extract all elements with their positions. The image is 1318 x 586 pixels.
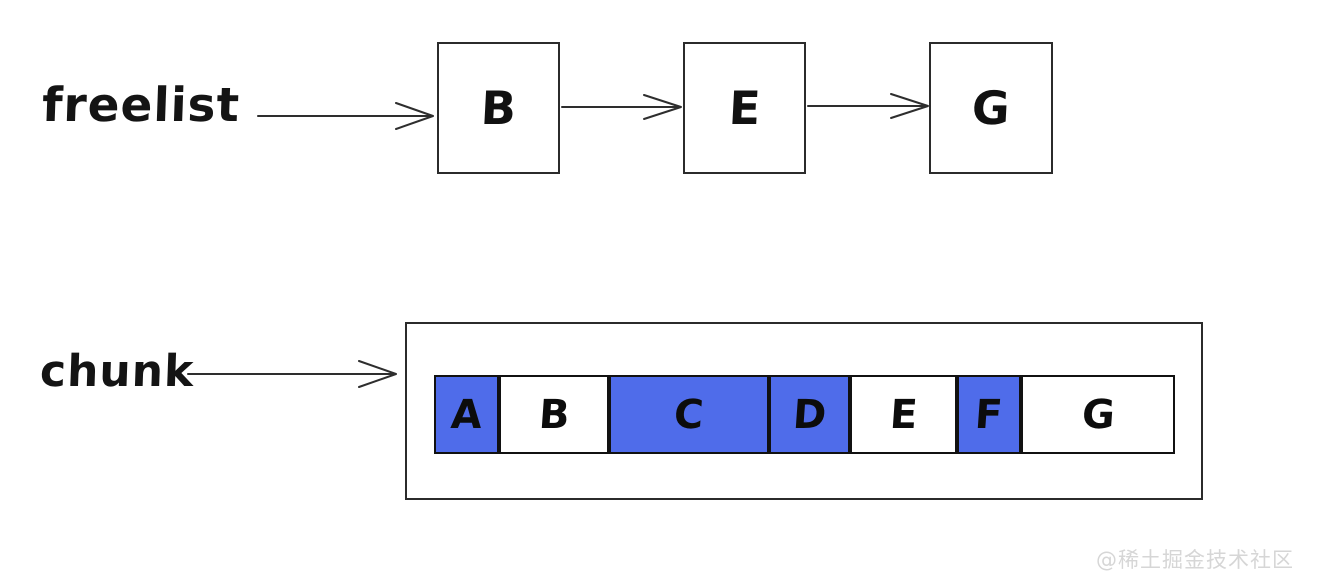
chunk-arrow: [187, 360, 397, 388]
freelist-arrow: [257, 102, 434, 130]
freelist-node-b-label: B: [479, 81, 518, 135]
freelist-node-g: G: [929, 42, 1053, 174]
freelist-node-e: E: [683, 42, 806, 174]
chunk-cell-e: E: [850, 375, 957, 454]
chunk-cell-g-label: G: [1079, 391, 1117, 438]
freelist-node-e-label: E: [727, 81, 762, 135]
chunk-cell-c-label: C: [672, 391, 706, 438]
freelist-node-g-label: G: [970, 81, 1012, 135]
chunk-cell-b-label: B: [537, 391, 571, 438]
freelist-node-b: B: [437, 42, 560, 174]
chunk-cell-a: A: [434, 375, 499, 454]
chunk-container: A B C D E F G: [405, 322, 1203, 500]
chunk-label: chunk: [39, 346, 196, 397]
chunk-cell-c: C: [609, 375, 769, 454]
chunk-cell-f: F: [957, 375, 1021, 454]
freelist-label: freelist: [41, 78, 242, 133]
chunk-cell-g: G: [1021, 375, 1175, 454]
chunk-cell-e-label: E: [888, 391, 919, 438]
chunk-cell-d: D: [769, 375, 850, 454]
link-arrow-e-g: [807, 93, 929, 119]
link-arrow-b-e: [561, 94, 682, 120]
chunk-cell-d-label: D: [791, 391, 828, 438]
chunk-cell-b: B: [499, 375, 609, 454]
watermark: @稀土掘金技术社区: [1096, 548, 1294, 572]
chunk-cell-f-label: F: [973, 391, 1005, 438]
chunk-cell-a-label: A: [449, 391, 484, 438]
